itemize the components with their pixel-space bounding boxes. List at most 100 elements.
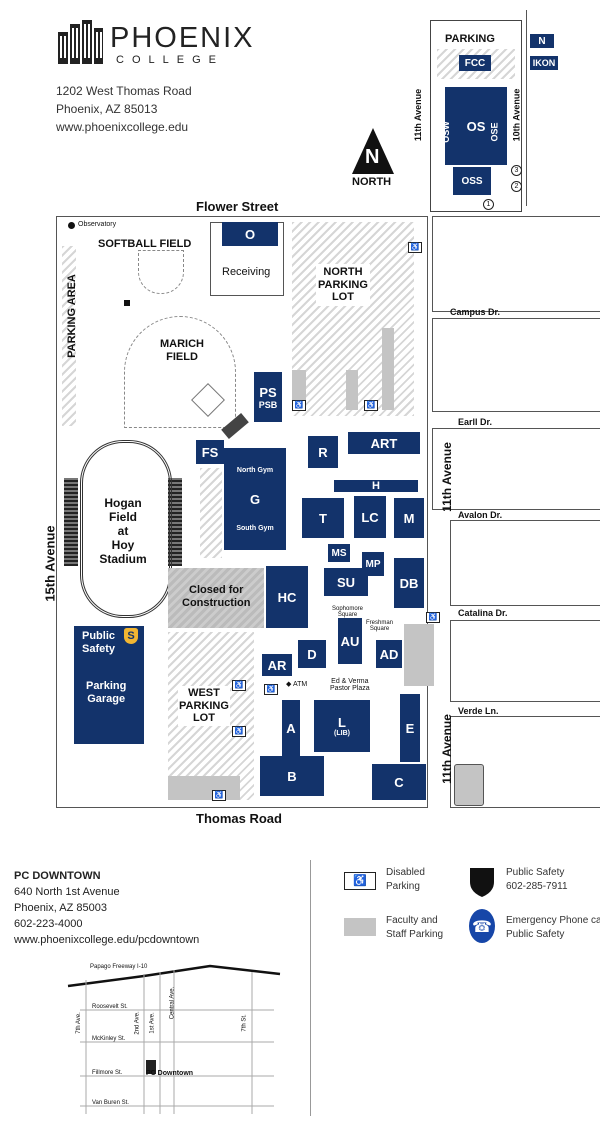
disabled-parking-icon: ♿ <box>426 612 440 623</box>
campus-address: 1202 West Thomas Road Phoenix, AZ 85013 … <box>56 82 192 136</box>
mckinley-label: McKinley St. <box>92 1036 126 1042</box>
building-lib-label: (LIB) <box>334 730 350 737</box>
legend-faculty-2: Staff Parking <box>386 929 444 940</box>
construction-area <box>168 568 264 628</box>
public-safety-line-1: Public <box>82 630 116 642</box>
faculty-parking-legend-icon <box>344 918 376 936</box>
building-o[interactable]: O <box>222 222 278 246</box>
marker-3: 3 <box>511 165 522 176</box>
building-hc[interactable]: HC <box>266 566 308 628</box>
building-ar[interactable]: AR <box>262 654 292 676</box>
building-r[interactable]: R <box>308 436 338 468</box>
freeway-name: Papago Freeway <box>90 964 136 970</box>
building-e[interactable]: E <box>400 694 420 762</box>
7th-ave-label: 7th Ave. <box>75 1012 82 1034</box>
downtown-info: PC DOWNTOWN 640 North 1st Avenue Phoenix… <box>14 868 199 948</box>
building-c[interactable]: C <box>372 764 426 800</box>
downtown-address-1: 640 North 1st Avenue <box>14 886 120 898</box>
avalon-dr-label: Avalon Dr. <box>458 510 503 520</box>
building-ps-label: PS <box>259 384 277 400</box>
legend-disabled-1: Disabled <box>386 867 425 878</box>
building-art[interactable]: ART <box>348 432 420 454</box>
building-ad[interactable]: AD <box>376 640 402 668</box>
freshman-square-label: Freshman Square <box>366 620 393 632</box>
building-t[interactable]: T <box>302 498 344 538</box>
disabled-parking-icon: ♿ <box>408 242 422 253</box>
thomas-road-label: Thomas Road <box>196 811 282 826</box>
legend-safety-1: Public Safety <box>506 867 565 878</box>
legend-disabled-2: Parking <box>386 881 420 892</box>
fillmore-label: Fillmore St. <box>92 1070 123 1076</box>
badge-n[interactable]: N <box>530 34 554 48</box>
legend-faculty-1: Faculty and <box>386 915 438 926</box>
plaza-label: Ed & Verma Pastor Plaza <box>330 678 370 692</box>
north-arrow: N NORTH <box>348 128 398 190</box>
parking-garage-label: Parking Garage <box>86 680 126 705</box>
disabled-parking-icon: ♿ <box>292 400 306 411</box>
building-b[interactable]: B <box>260 756 324 796</box>
plaza-line-2: Pastor Plaza <box>330 685 370 692</box>
hatched-area-g-west <box>200 468 222 558</box>
building-fs[interactable]: FS <box>196 440 224 464</box>
north-lot-line-2: PARKING <box>318 278 368 291</box>
inset-10th-avenue: 10th Avenue <box>511 88 522 142</box>
van-buren-label: Van Buren St. <box>92 1100 129 1106</box>
softball-field-label: SOFTBALL FIELD <box>98 238 192 250</box>
north-parking-lot-label: NORTH PARKING LOT <box>316 264 370 306</box>
building-fcc[interactable]: FCC <box>459 55 491 71</box>
11th-avenue-lower-label: 11th Avenue <box>439 714 454 784</box>
freshman-line-2: Square <box>369 626 390 632</box>
building-au[interactable]: AU <box>338 618 362 664</box>
freshman-line-1: Freshman <box>366 620 394 626</box>
building-osw-label: OSW <box>440 121 451 143</box>
campus-dr-label: Campus Dr. <box>450 307 501 317</box>
building-h[interactable]: H <box>334 480 418 492</box>
svg-text:☎: ☎ <box>472 917 492 936</box>
parking-area-label: PARKING AREA <box>65 274 78 358</box>
atm-text: ATM <box>292 681 308 688</box>
building-oss[interactable]: OSS <box>453 167 491 195</box>
legend-safety: Public Safety 602-285-7911 <box>506 866 568 894</box>
west-lot-line-1: WEST <box>188 687 220 699</box>
inset-map: PARKING FCC OS OSW OSE OSS 3 2 1 <box>430 20 522 212</box>
building-su[interactable]: SU <box>324 568 368 596</box>
construction-line-1: Closed for <box>189 584 244 596</box>
hogan-line-1: Hogan <box>104 496 142 510</box>
east-block-upper <box>432 216 600 312</box>
west-lot-line-3: LOT <box>192 712 215 725</box>
badge-ikon[interactable]: IKON <box>530 56 558 70</box>
building-db[interactable]: DB <box>394 558 424 608</box>
east-block-4 <box>450 520 600 606</box>
building-os[interactable]: OS <box>445 87 507 165</box>
building-g-label: G <box>249 491 261 507</box>
building-ps[interactable]: PS PSB <box>254 372 282 422</box>
building-m[interactable]: M <box>394 498 424 538</box>
public-safety-shield-icon[interactable]: S <box>124 628 138 644</box>
emergency-phone-icon: ☎ <box>469 909 495 943</box>
receiving-label: Receiving <box>222 266 271 278</box>
public-safety-parking-garage[interactable] <box>74 626 144 744</box>
building-g[interactable]: North Gym G South Gym <box>224 448 286 550</box>
building-a[interactable]: A <box>282 700 300 756</box>
roosevelt-label: Roosevelt St. <box>92 1004 128 1010</box>
east-block-3 <box>432 428 600 510</box>
north-letter: N <box>365 146 380 168</box>
1st-ave-label: 1st Ave. <box>149 1012 156 1034</box>
garage-line-2: Garage <box>87 692 126 705</box>
disabled-parking-icon: ♿ <box>364 400 378 411</box>
north-label: NORTH <box>352 176 392 188</box>
building-l[interactable]: L (LIB) <box>314 700 370 752</box>
freeway-i10: I-10 <box>137 964 148 970</box>
building-d[interactable]: D <box>298 640 326 668</box>
building-ms[interactable]: MS <box>328 544 350 562</box>
public-safety-badge-label: S <box>127 630 135 642</box>
inset-11th-avenue: 11th Avenue <box>413 88 424 142</box>
downtown-website[interactable]: www.phoenixcollege.edu/pcdowntown <box>14 934 200 946</box>
marker-2: 2 <box>511 181 522 192</box>
website-link[interactable]: www.phoenixcollege.edu <box>56 120 189 134</box>
building-lc[interactable]: LC <box>354 496 386 538</box>
sophomore-line-2: Square <box>337 612 358 618</box>
disabled-parking-icon: ♿ <box>232 680 246 691</box>
downtown-phone: 602-223-4000 <box>14 918 83 930</box>
downtown-map <box>67 964 281 1114</box>
